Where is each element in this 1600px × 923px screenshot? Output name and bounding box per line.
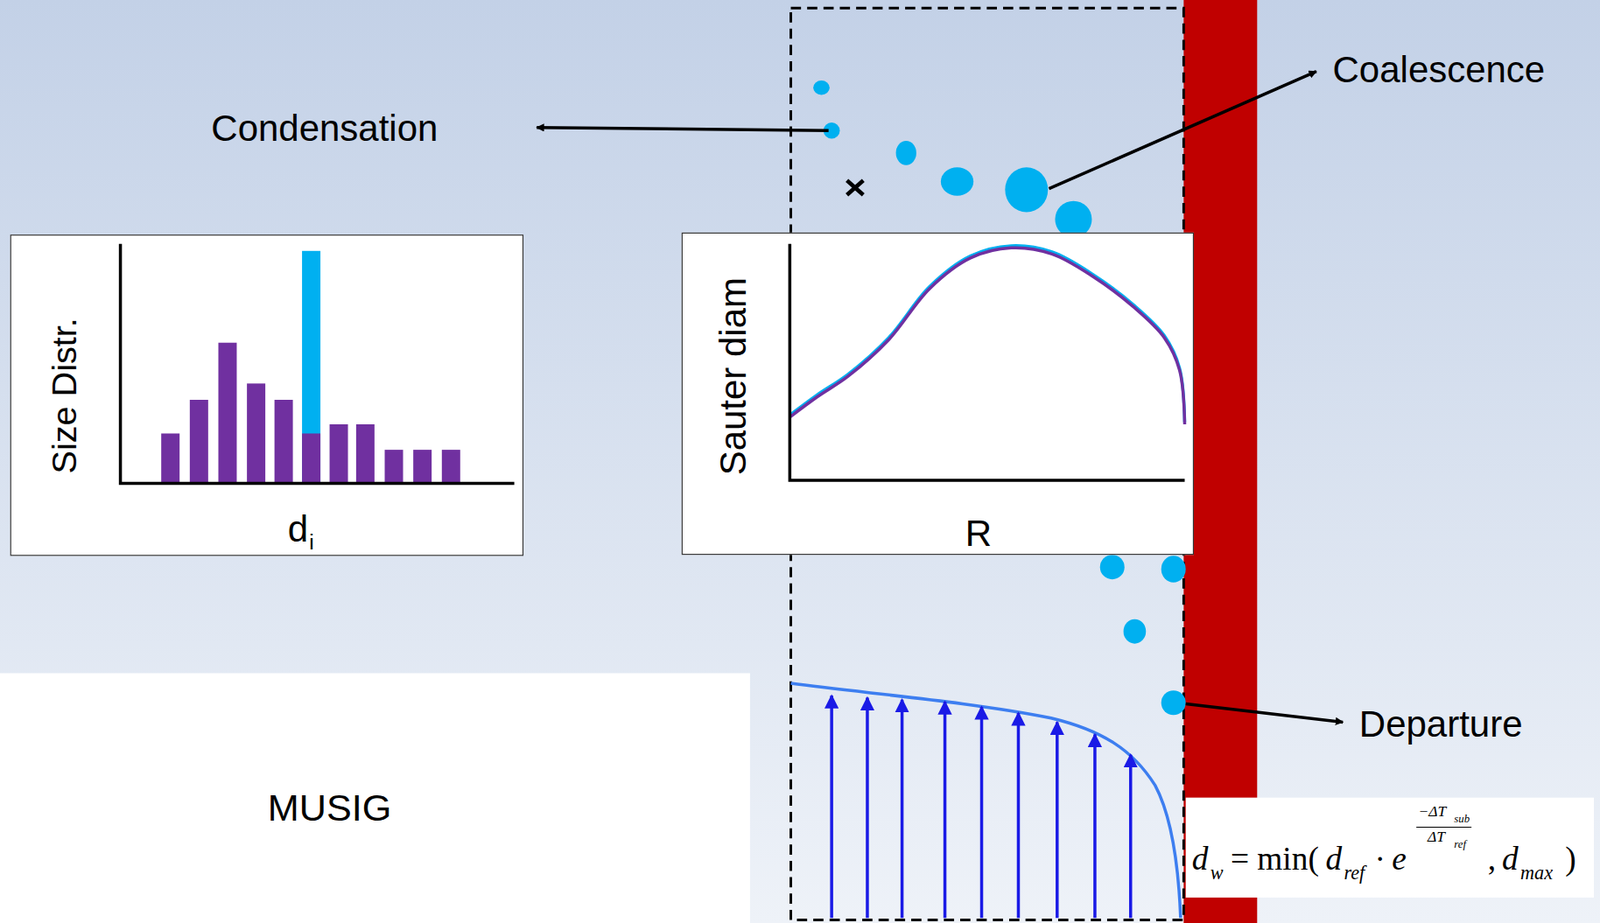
bubble bbox=[1004, 167, 1048, 212]
velocity-arrow bbox=[1017, 713, 1020, 919]
process-label: Coalescence bbox=[1333, 51, 1546, 89]
axis-title: Size Distr. bbox=[47, 317, 83, 474]
chart-axes bbox=[120, 244, 515, 485]
chart-axes bbox=[789, 244, 1185, 481]
velocity-arrow bbox=[865, 697, 869, 919]
bubble bbox=[1123, 619, 1147, 645]
bubble bbox=[896, 140, 917, 166]
formula-symbol: d bbox=[1325, 842, 1342, 876]
departure-arrow bbox=[1185, 703, 1344, 723]
formula-subscript: max bbox=[1520, 863, 1553, 883]
heated-wall bbox=[1183, 0, 1257, 923]
node-graphic bbox=[682, 233, 1195, 556]
axis-title: d bbox=[287, 511, 309, 548]
histogram-bar bbox=[189, 400, 209, 485]
velocity-arrow bbox=[980, 707, 983, 919]
sauter-diameter-chart: Sauter diamR bbox=[681, 232, 1194, 555]
sauter-curve bbox=[789, 247, 1185, 425]
condensation-arrow bbox=[536, 127, 829, 131]
histogram-bar bbox=[217, 343, 237, 485]
leader-arrows bbox=[536, 71, 1343, 723]
coalescence-arrow bbox=[1048, 71, 1316, 190]
bubble bbox=[940, 167, 974, 197]
formula-symbol: d bbox=[1192, 842, 1209, 876]
axis-title: R bbox=[965, 515, 992, 553]
bubble bbox=[1100, 554, 1125, 580]
process-label: Condensation bbox=[210, 110, 438, 148]
velocity-arrow bbox=[1093, 734, 1096, 919]
formula-subscript: ref bbox=[1343, 863, 1365, 883]
profile-curve bbox=[791, 683, 1181, 919]
histogram-bar bbox=[301, 251, 321, 485]
node-graphic bbox=[11, 235, 525, 557]
x-stroke bbox=[847, 180, 864, 195]
histogram-bar bbox=[385, 449, 404, 484]
sauter-curve-shadow bbox=[789, 245, 1185, 423]
histogram-bar bbox=[274, 400, 294, 485]
histogram-bar bbox=[356, 424, 375, 485]
formula-operator: ) bbox=[1564, 842, 1576, 876]
velocity-arrows bbox=[831, 695, 1131, 919]
model-name: MUSIG bbox=[267, 789, 392, 828]
exponent-denominator: ΔT bbox=[1427, 829, 1446, 845]
departure-diameter-formula: dw= min(dref· e−ΔTsubΔTref,dmax) bbox=[1185, 798, 1594, 899]
velocity-arrow bbox=[1129, 755, 1132, 920]
velocity-arrow bbox=[829, 695, 833, 919]
formula-symbol: · e bbox=[1375, 842, 1407, 876]
histogram-bar bbox=[161, 433, 180, 484]
histogram-bar bbox=[246, 383, 266, 484]
bubble bbox=[1161, 690, 1186, 716]
formula-subscript: w bbox=[1210, 863, 1224, 883]
formula-symbol: d bbox=[1501, 842, 1519, 876]
collapse-mark bbox=[847, 180, 864, 195]
fraction-bar bbox=[1416, 827, 1472, 829]
velocity-arrow bbox=[943, 701, 947, 919]
histogram-bar bbox=[442, 449, 461, 484]
histogram-bar bbox=[301, 433, 321, 484]
velocity-arrow bbox=[1055, 722, 1059, 919]
bubble bbox=[813, 80, 830, 95]
velocity-arrow bbox=[900, 700, 904, 919]
velocity-profile bbox=[791, 683, 1181, 919]
process-label: Departure bbox=[1359, 706, 1523, 744]
formula-separator: , bbox=[1487, 842, 1496, 876]
exponent-numerator: −ΔT bbox=[1417, 804, 1446, 820]
axis-title: Sauter diam bbox=[715, 277, 752, 476]
size-distribution-chart: Size Distr. di bbox=[10, 234, 524, 556]
x-stroke bbox=[847, 180, 864, 195]
histogram-bar bbox=[413, 449, 432, 484]
model-panel: MUSIG bbox=[0, 673, 751, 923]
exponent-subscript: ref bbox=[1453, 838, 1467, 850]
axis-subscript: i bbox=[308, 531, 314, 553]
formula-operator: = min( bbox=[1230, 842, 1320, 876]
exponent-subscript: sub bbox=[1453, 813, 1470, 825]
bubble bbox=[1161, 555, 1186, 583]
histogram-bar bbox=[329, 424, 349, 485]
